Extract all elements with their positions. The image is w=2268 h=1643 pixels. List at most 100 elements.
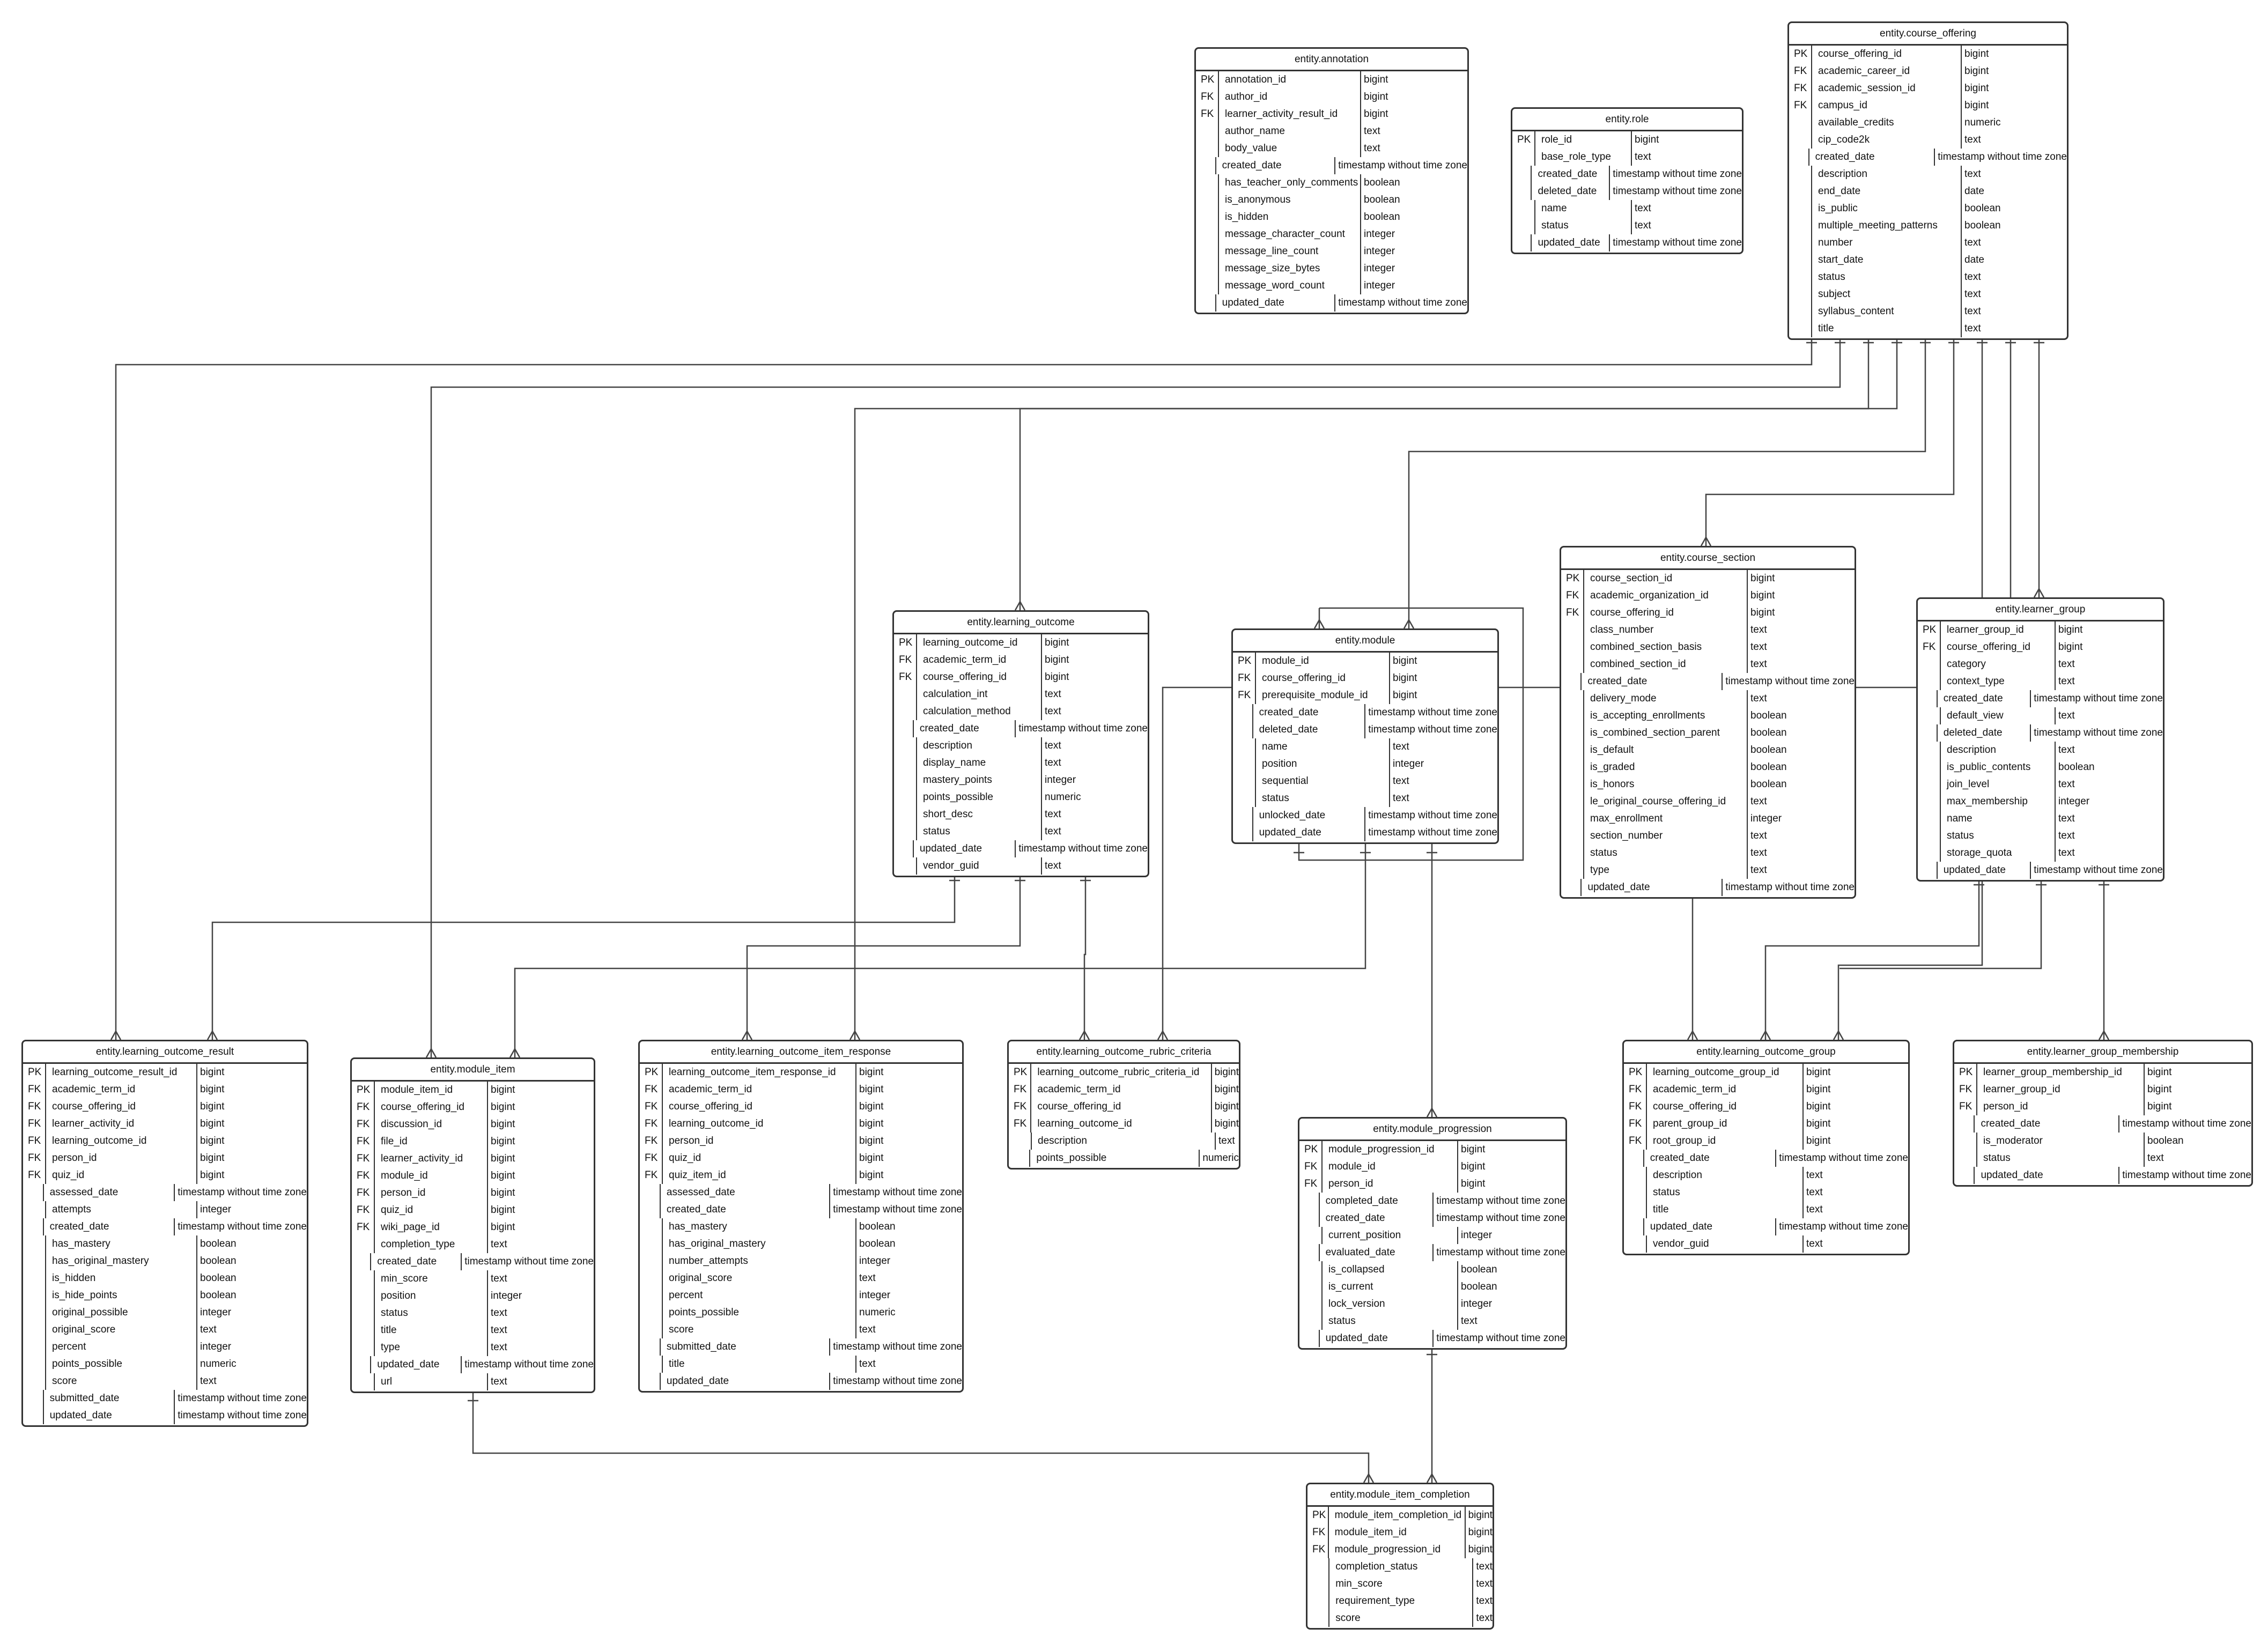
column-name: is_anonymous [1219, 191, 1361, 209]
entity-title: entity.course_section [1561, 547, 1855, 570]
key-marker [1233, 790, 1256, 807]
column-type: timestamp without time zone [1018, 843, 1148, 854]
key-marker [640, 1321, 663, 1338]
column-type: bigint [1750, 590, 1775, 601]
column-name: status [1584, 845, 1748, 862]
key-marker [1789, 217, 1812, 234]
column-name: person_id [1323, 1175, 1458, 1193]
column-name: updated_date [1320, 1330, 1434, 1347]
column-type: boolean [200, 1238, 237, 1249]
key-marker: FK [1299, 1158, 1323, 1175]
key-marker [1918, 690, 1938, 707]
column-name: vendor_guid [917, 857, 1042, 875]
column-type: bigint [1964, 100, 1989, 111]
column-name: vendor_guid [1647, 1235, 1804, 1253]
column-type: timestamp without time zone [1436, 1333, 1565, 1344]
column-name: created_date [1809, 149, 1935, 166]
column-name: module_item_id [1329, 1524, 1466, 1541]
key-marker [23, 1253, 46, 1270]
column-type: boolean [1964, 203, 2001, 214]
column-type: boolean [1364, 177, 1400, 188]
column-type: text [491, 1239, 507, 1250]
column-name: assessed_date [661, 1184, 831, 1201]
column-type: bigint [491, 1084, 515, 1096]
key-marker [1561, 690, 1584, 707]
column-type: text [1045, 860, 1061, 871]
column-type: text [2058, 744, 2075, 756]
key-marker: PK [1789, 46, 1812, 63]
key-marker [1561, 845, 1584, 862]
column-name: is_accepting_enrollments [1584, 707, 1748, 724]
column-name: updated_date [44, 1407, 175, 1424]
column-name: module_id [1323, 1158, 1458, 1175]
column-name: is_combined_section_parent [1584, 724, 1748, 742]
column-name: learning_outcome_id [46, 1133, 197, 1150]
key-marker [894, 737, 917, 754]
column-type: boolean [1461, 1264, 1497, 1275]
key-marker: FK [352, 1219, 375, 1236]
column-name: display_name [917, 754, 1042, 772]
key-marker [1512, 149, 1535, 166]
key-marker [1789, 269, 1812, 286]
column-name: academic_term_id [663, 1081, 856, 1098]
column-name: end_date [1812, 183, 1962, 200]
column-name: root_group_id [1647, 1133, 1804, 1150]
many-cardinality-mark [1426, 1107, 1438, 1117]
key-marker [1196, 243, 1219, 260]
key-marker [894, 823, 917, 840]
key-marker: FK [894, 669, 917, 686]
column-name: is_hidden [1219, 209, 1361, 226]
column-type: bigint [1806, 1135, 1831, 1146]
edge-course-offering-course-section [1705, 335, 1955, 546]
column-name: learner_group_membership_id [1977, 1064, 2145, 1081]
column-type: timestamp without time zone [178, 1187, 307, 1198]
column-type: timestamp without time zone [1938, 151, 2067, 162]
column-name: name [1535, 200, 1632, 217]
column-name: percent [46, 1338, 197, 1356]
key-marker [352, 1287, 375, 1305]
key-marker: PK [1561, 570, 1584, 587]
key-marker [1307, 1575, 1330, 1593]
key-marker [640, 1373, 661, 1390]
column-name: status [375, 1305, 488, 1322]
key-marker [1512, 200, 1535, 217]
column-type: text [1393, 775, 1409, 787]
column-name: course_offering_id [1256, 670, 1390, 687]
key-marker: PK [1009, 1064, 1032, 1081]
key-marker [1307, 1558, 1330, 1575]
key-marker [1299, 1210, 1320, 1227]
column-type: bigint [1964, 48, 1989, 60]
key-marker: PK [1954, 1064, 1977, 1081]
column-type: numeric [1202, 1152, 1239, 1164]
key-marker [23, 1338, 46, 1356]
key-marker [1789, 320, 1812, 337]
column-name: created_date [1582, 673, 1723, 690]
column-type: bigint [200, 1101, 225, 1112]
column-type: bigint [1806, 1118, 1831, 1129]
column-name: mastery_points [917, 772, 1042, 789]
column-name: subject [1812, 286, 1962, 303]
column-name: score [46, 1373, 197, 1390]
